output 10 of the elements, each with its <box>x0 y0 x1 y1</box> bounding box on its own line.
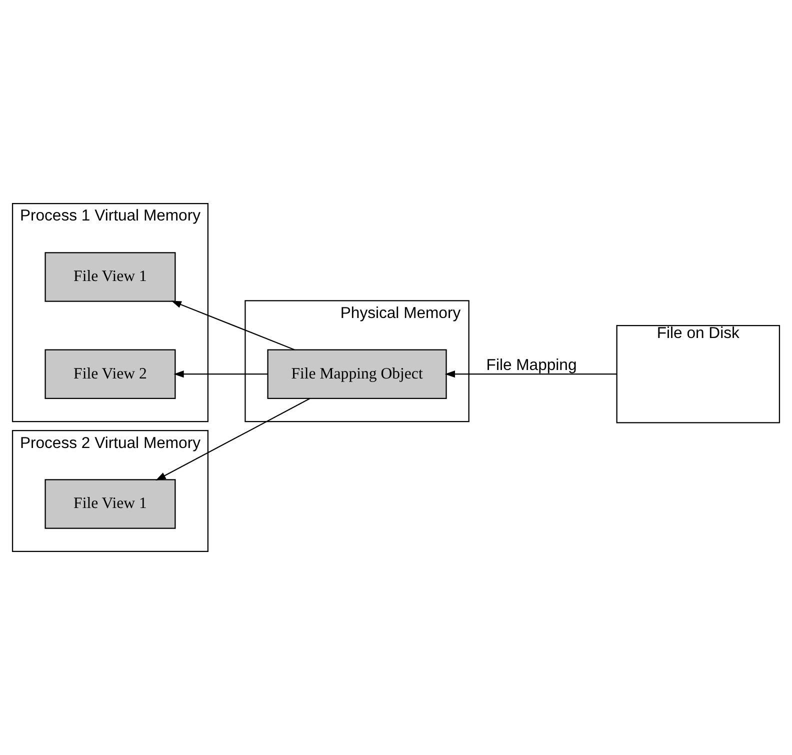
arrow <box>174 370 268 378</box>
node-box: File on Disk <box>616 324 780 424</box>
node-box: File View 1 <box>44 479 176 529</box>
node-box: File View 2 <box>44 349 176 399</box>
edge-label: File Mapping <box>486 356 577 374</box>
arrow <box>171 300 295 350</box>
arrow <box>444 370 617 378</box>
arrow <box>156 398 310 480</box>
node-box: File View 1 <box>44 252 176 302</box>
node-box: File Mapping Object <box>267 349 447 399</box>
